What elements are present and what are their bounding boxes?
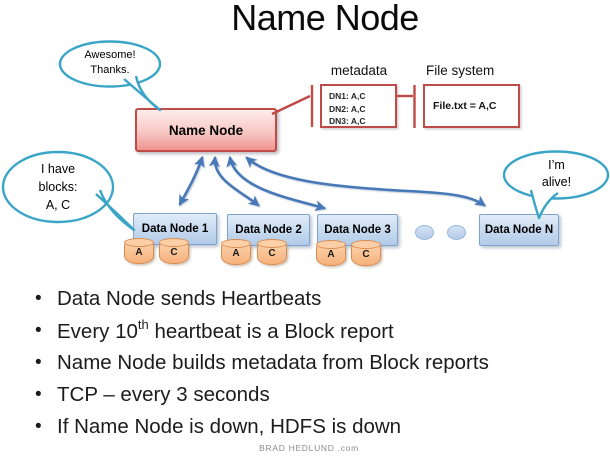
block-letter: C bbox=[170, 247, 178, 258]
bullet-marker: • bbox=[35, 320, 42, 341]
block-letter: C bbox=[362, 249, 370, 260]
block-cylinder-c: C bbox=[257, 239, 287, 265]
cylinder-top bbox=[124, 238, 154, 247]
bullet-marker: • bbox=[35, 352, 42, 373]
block-cylinder-c: C bbox=[159, 238, 189, 264]
cylinder-top bbox=[316, 240, 346, 249]
cylinder-top bbox=[257, 239, 287, 248]
name-node-box: Name Node bbox=[135, 108, 277, 152]
metadata-entry: DN3: A,C bbox=[329, 116, 366, 126]
footer-credit: BRAD HEDLUND .com bbox=[259, 443, 359, 453]
bullet-marker: • bbox=[35, 288, 42, 309]
file-system-box: File.txt = A,C bbox=[423, 84, 520, 128]
bullet-marker: • bbox=[35, 384, 42, 405]
data-node-3-label: Data Node 3 bbox=[324, 224, 391, 236]
awesome-bubble-tail bbox=[123, 75, 162, 112]
block-letter: A bbox=[327, 249, 335, 260]
block-cylinder-a: A bbox=[124, 238, 154, 264]
ellipsis-dot bbox=[415, 225, 434, 240]
bullet-item: • Data Node sends Heartbeats bbox=[35, 287, 322, 310]
arrow-data-node-n bbox=[245, 156, 486, 207]
bullet-marker: • bbox=[35, 416, 42, 437]
arrow-data-node-1 bbox=[178, 155, 205, 206]
alive-bubble-text: I’m alive! bbox=[541, 158, 572, 189]
arrow-data-node-2 bbox=[208, 155, 260, 207]
data-node-n-label: Data Node N bbox=[484, 224, 554, 236]
metadata-entry: DN1: A,C bbox=[329, 91, 366, 101]
bullet-item: • Every 10th heartbeat is a Block report bbox=[35, 317, 394, 343]
cylinder-top bbox=[351, 240, 381, 249]
block-cylinder-c: C bbox=[351, 240, 381, 266]
arrow-data-node-3 bbox=[226, 155, 327, 211]
data-node-1-label: Data Node 1 bbox=[141, 223, 209, 235]
block-cylinder-a: A bbox=[316, 240, 346, 266]
block-letter: A bbox=[232, 248, 240, 259]
cylinder-top bbox=[159, 238, 189, 247]
metadata-entry: DN2: A,C bbox=[329, 103, 366, 114]
ellipsis-dot bbox=[447, 225, 466, 240]
bullet-item: • Name Node builds metadata from Block r… bbox=[35, 351, 489, 374]
bullet-list: • Data Node sends Heartbeats • Every 10t… bbox=[35, 283, 595, 443]
block-cylinder-a: A bbox=[221, 239, 251, 265]
bullet-item: • TCP – every 3 seconds bbox=[35, 383, 270, 406]
metadata-label: metadata bbox=[330, 63, 388, 78]
file-system-content: File.txt = A,C bbox=[433, 100, 497, 112]
metadata-box: DN1: A,C DN2: A,C DN3: A,C bbox=[320, 84, 397, 128]
page-title: Name Node bbox=[231, 0, 419, 38]
data-node-2-label: Data Node 2 bbox=[235, 224, 302, 236]
block-letter: A bbox=[135, 247, 143, 258]
blocks-bubble-text: I have blocks: A, C bbox=[38, 162, 78, 212]
data-node-n-box: Data Node N bbox=[479, 214, 559, 246]
heartbeat-arrows bbox=[178, 155, 486, 211]
cylinder-top bbox=[221, 239, 251, 248]
block-letter: C bbox=[268, 248, 276, 259]
file-system-label: File system bbox=[426, 63, 495, 78]
name-node-label: Name Node bbox=[168, 122, 244, 138]
bullet-item: • If Name Node is down, HDFS is down bbox=[35, 415, 402, 438]
awesome-bubble-text: Awesome! Thanks. bbox=[84, 49, 136, 76]
